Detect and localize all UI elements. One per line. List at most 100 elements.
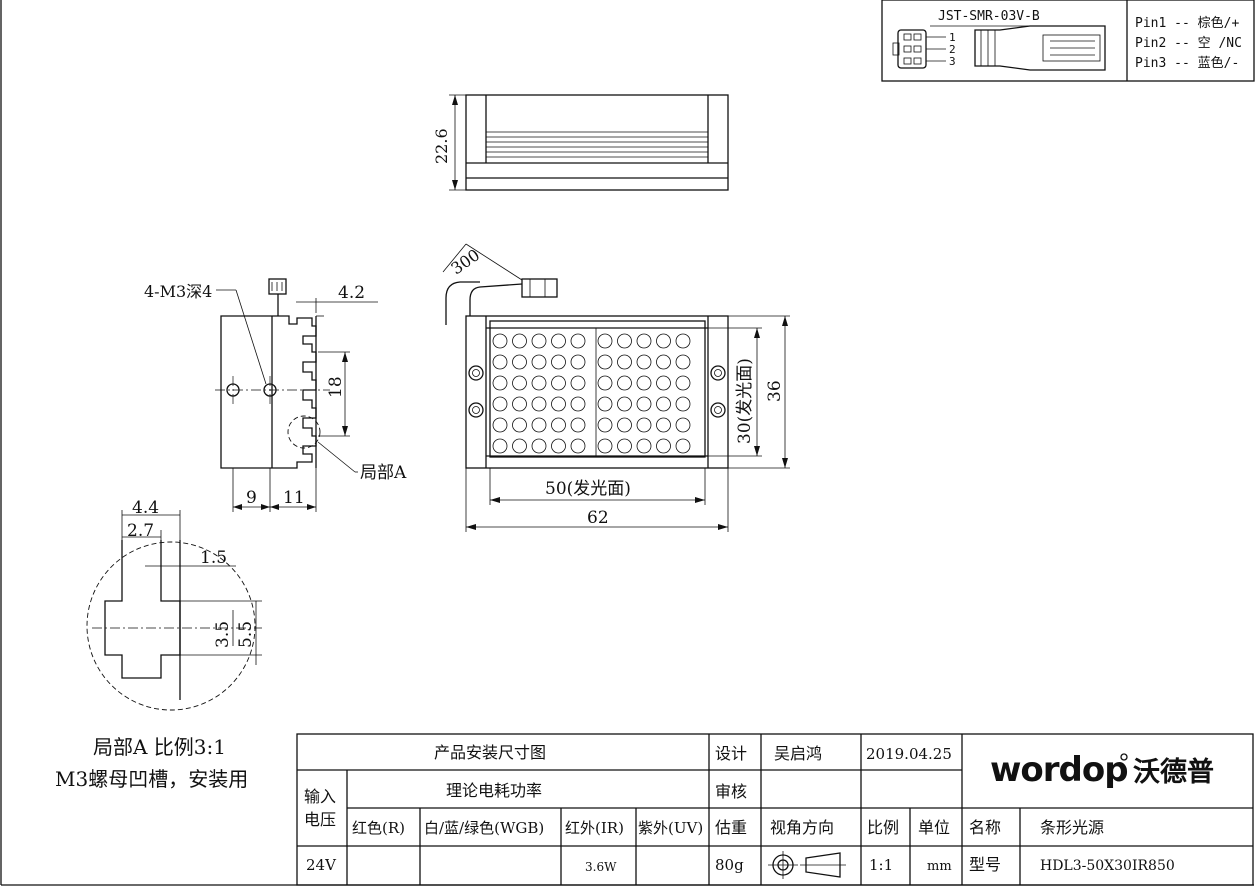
led — [636, 333, 652, 349]
projection-symbol-icon — [768, 851, 846, 879]
logo-en: wordop — [990, 750, 1128, 790]
dim-detail-h2: 5.5 — [236, 621, 256, 648]
col-wgb: 白/蓝/绿色(WGB) — [424, 819, 544, 837]
scale-label: 比例 — [867, 818, 899, 837]
led — [492, 333, 508, 349]
review-label: 审核 — [715, 782, 747, 801]
led — [675, 438, 691, 454]
led — [675, 354, 691, 370]
led — [512, 417, 527, 433]
pin-number-2: 2 — [949, 43, 956, 56]
design-label: 设计 — [715, 744, 747, 763]
led — [570, 333, 586, 349]
pin-number-1: 1 — [949, 31, 956, 44]
led — [675, 375, 691, 391]
led — [656, 333, 671, 349]
led — [531, 438, 547, 454]
detail-note-line2: M3螺母凹槽，安装用 — [55, 767, 248, 791]
led — [597, 438, 613, 454]
led — [551, 438, 566, 454]
led — [551, 375, 566, 391]
title-block — [296, 733, 1254, 886]
unit-label: 单位 — [918, 818, 950, 837]
detail-callout: 局部A — [360, 463, 407, 483]
thread-label: 4-M3深4 — [144, 282, 212, 301]
led — [531, 396, 547, 412]
weight: 80g — [715, 856, 744, 874]
led — [597, 417, 613, 433]
dim-emit-height: 30(发光面) — [735, 358, 755, 444]
detail-a-view: 4.4 2.7 1.5 3.5 5.5 — [86, 498, 262, 711]
led — [531, 333, 547, 349]
led — [570, 354, 586, 370]
top-view: 22.6 — [432, 94, 729, 191]
dim-emit-width: 50(发光面) — [545, 479, 631, 499]
led — [636, 417, 652, 433]
led — [656, 396, 671, 412]
led — [597, 375, 613, 391]
dim-width: 62 — [587, 508, 609, 528]
led — [675, 417, 691, 433]
col-uv: 紫外(UV) — [638, 819, 703, 837]
led — [512, 354, 527, 370]
led — [570, 417, 586, 433]
led — [531, 354, 547, 370]
led — [617, 354, 632, 370]
led — [570, 438, 586, 454]
led — [597, 396, 613, 412]
led — [551, 333, 566, 349]
col-ir: 红外(IR) — [565, 819, 624, 837]
dim-detail-h1: 3.5 — [213, 621, 233, 648]
led — [617, 375, 632, 391]
led — [570, 396, 586, 412]
dim-side-pitch: 18 — [326, 376, 346, 398]
input-voltage: 24V — [306, 856, 337, 874]
weight-label: 估重 — [715, 818, 747, 837]
dim-cable-length: 300 — [447, 245, 483, 278]
led — [656, 438, 671, 454]
led — [636, 396, 652, 412]
detail-note-line1: 局部A 比例3:1 — [93, 735, 226, 759]
scale: 1:1 — [869, 856, 893, 874]
led — [656, 375, 671, 391]
led — [551, 396, 566, 412]
pin-number-3: 3 — [949, 55, 956, 68]
wordop-logo: wordop 沃德普 — [990, 750, 1214, 790]
pin-desc-3: Pin3 -- 蓝色/- — [1135, 55, 1239, 71]
led — [512, 396, 527, 412]
input-voltage-label-1: 输入 — [304, 787, 336, 806]
led — [551, 417, 566, 433]
col-red: 红色(R) — [352, 819, 405, 837]
dim-detail-w3: 1.5 — [200, 548, 227, 568]
drawing-title: 产品安装尺寸图 — [434, 743, 546, 762]
led — [492, 438, 508, 454]
top-view-fins — [486, 131, 708, 158]
led — [531, 375, 547, 391]
led — [597, 354, 613, 370]
led — [492, 417, 508, 433]
dim-side-top: 4.2 — [338, 283, 365, 303]
dim-detail-w1: 4.4 — [132, 498, 159, 518]
led — [531, 417, 547, 433]
ir-power: 3.6W — [585, 860, 617, 874]
led — [656, 417, 671, 433]
led — [492, 354, 508, 370]
led — [675, 396, 691, 412]
led — [617, 417, 632, 433]
input-voltage-label-2: 电压 — [304, 810, 336, 829]
dim-side-b: 11 — [283, 488, 305, 508]
led — [551, 354, 566, 370]
led — [617, 438, 632, 454]
led-array — [492, 333, 691, 454]
led — [656, 354, 671, 370]
product-name: 条形光源 — [1040, 818, 1104, 837]
side-view: 4-M3深4 4.2 18 局部A 9 11 — [144, 278, 407, 512]
dim-side-a: 9 — [246, 488, 257, 508]
dim-height: 22.6 — [432, 128, 451, 164]
led — [512, 333, 527, 349]
pin-desc-1: Pin1 -- 棕色/+ — [1135, 15, 1239, 31]
drawing-date: 2019.04.25 — [866, 745, 952, 763]
connector-part-number: JST-SMR-03V-B — [938, 9, 1040, 24]
led — [636, 354, 652, 370]
led — [492, 375, 508, 391]
